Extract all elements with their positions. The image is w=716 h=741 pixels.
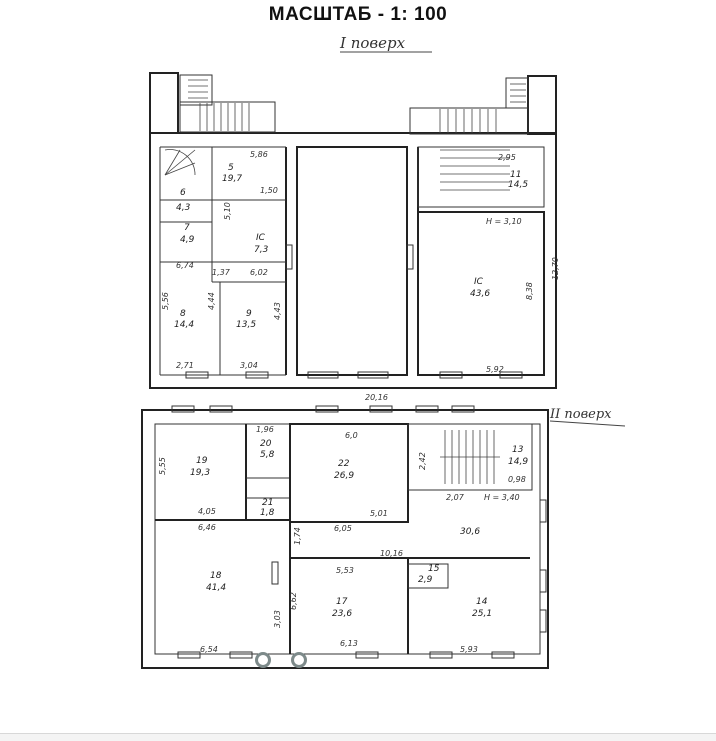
svg-text:6,62: 6,62 [289, 592, 298, 610]
svg-text:7: 7 [184, 223, 190, 233]
svg-text:2,71: 2,71 [176, 361, 194, 370]
svg-text:5,56: 5,56 [161, 292, 170, 310]
svg-text:8: 8 [180, 309, 186, 319]
svg-text:17: 17 [336, 597, 348, 607]
svg-text:5: 5 [228, 163, 234, 173]
svg-text:4,44: 4,44 [207, 292, 216, 310]
svg-text:5,93: 5,93 [460, 645, 478, 654]
svg-text:23,6: 23,6 [332, 609, 352, 619]
svg-text:0,98: 0,98 [508, 475, 526, 484]
svg-text:11: 11 [510, 170, 521, 180]
svg-text:14,9: 14,9 [508, 457, 528, 467]
svg-text:19,7: 19,7 [222, 174, 242, 184]
floor2-plan: 19 19,3 205,8 211,8 22 26,9 13 14,9 30,6 18… [141, 405, 549, 669]
svg-text:H = 3,40: H = 3,40 [484, 493, 520, 502]
svg-text:12,70: 12,70 [551, 257, 560, 280]
svg-text:20,16: 20,16 [365, 393, 388, 402]
carousel-dot-2[interactable] [291, 652, 307, 668]
svg-text:25,1: 25,1 [472, 609, 492, 619]
svg-text:30,6: 30,6 [460, 527, 480, 537]
svg-text:5,92: 5,92 [486, 365, 504, 374]
svg-text:4,43: 4,43 [273, 302, 282, 320]
svg-text:14,5: 14,5 [508, 180, 528, 190]
bottom-bar [0, 733, 716, 741]
svg-text:1,96: 1,96 [256, 425, 274, 434]
svg-text:1,50: 1,50 [260, 186, 278, 195]
svg-text:43,6: 43,6 [470, 289, 490, 299]
svg-text:2,95: 2,95 [498, 153, 516, 162]
svg-text:6,13: 6,13 [340, 639, 358, 648]
svg-text:19: 19 [196, 456, 208, 466]
svg-text:2,42: 2,42 [418, 452, 427, 470]
svg-text:5,8: 5,8 [260, 450, 275, 460]
svg-text:14,4: 14,4 [174, 320, 194, 330]
svg-text:IC: IC [256, 233, 266, 243]
svg-text:3,03: 3,03 [273, 610, 282, 628]
svg-text:20: 20 [260, 439, 272, 449]
svg-text:3,04: 3,04 [240, 361, 258, 370]
svg-text:15: 15 [428, 564, 440, 574]
svg-text:26,9: 26,9 [334, 471, 354, 481]
svg-text:13,5: 13,5 [236, 320, 256, 330]
scale-title: МАСШТАБ - 1: 100 [268, 4, 448, 25]
svg-text:1,37: 1,37 [212, 268, 231, 277]
svg-text:6,46: 6,46 [198, 523, 216, 532]
svg-text:13: 13 [512, 445, 524, 455]
svg-text:2,9: 2,9 [418, 575, 433, 585]
svg-text:41,4: 41,4 [206, 583, 226, 593]
svg-text:1,8: 1,8 [260, 508, 275, 518]
svg-text:22: 22 [338, 459, 350, 469]
floor1-plan: 519,7 6 4,3 7 4,9 IC 7,3 814,4 913,5 1114,5… [149, 72, 560, 402]
svg-text:14: 14 [476, 597, 488, 607]
svg-text:7,3: 7,3 [254, 245, 269, 255]
svg-text:18: 18 [210, 571, 222, 581]
svg-text:4,3: 4,3 [176, 203, 191, 213]
svg-text:6,74: 6,74 [176, 261, 194, 270]
svg-text:5,01: 5,01 [370, 509, 388, 518]
svg-text:2,07: 2,07 [446, 493, 465, 502]
svg-text:8,38: 8,38 [525, 282, 534, 300]
svg-text:IC: IC [474, 277, 484, 287]
svg-text:5,86: 5,86 [250, 150, 268, 159]
svg-text:5,53: 5,53 [336, 566, 354, 575]
svg-text:H = 3,10: H = 3,10 [486, 217, 522, 226]
svg-text:4,05: 4,05 [198, 507, 216, 516]
svg-text:9: 9 [246, 309, 252, 319]
svg-text:10,16: 10,16 [380, 549, 403, 558]
svg-text:6: 6 [180, 188, 186, 198]
svg-text:6,54: 6,54 [200, 645, 218, 654]
svg-text:6,05: 6,05 [334, 524, 352, 533]
svg-text:5,10: 5,10 [223, 202, 232, 220]
svg-text:6,0: 6,0 [345, 431, 358, 440]
svg-text:5,55: 5,55 [158, 457, 167, 475]
svg-text:6,02: 6,02 [250, 268, 268, 277]
floor2-label: II поверх [549, 407, 612, 422]
svg-text:21: 21 [262, 498, 273, 508]
svg-text:19,3: 19,3 [190, 468, 210, 478]
svg-text:1,74: 1,74 [293, 527, 302, 545]
svg-text:4,9: 4,9 [180, 235, 195, 245]
floor1-label: I поверх [339, 34, 406, 52]
carousel-dot-1[interactable] [255, 652, 271, 668]
